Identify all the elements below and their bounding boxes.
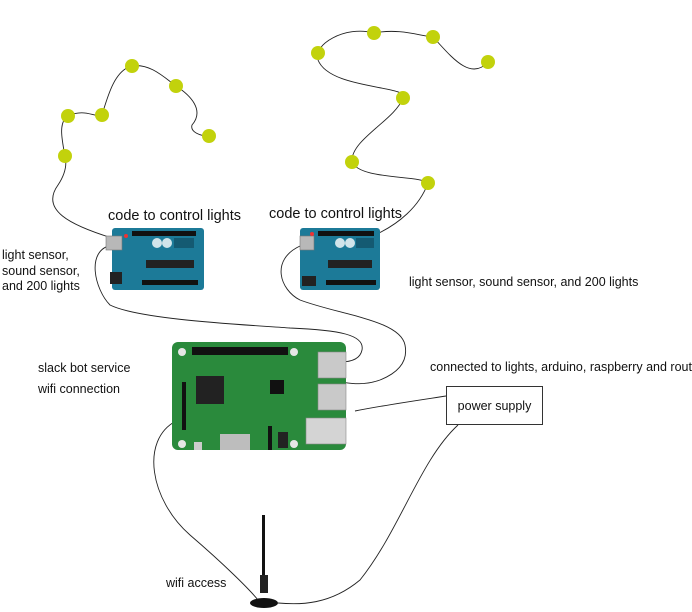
- sensors-label-left: light sensor, sound sensor, and 200 ligh…: [2, 248, 80, 295]
- power-supply-box: power supply: [446, 386, 543, 425]
- led: [58, 149, 72, 163]
- led: [169, 79, 183, 93]
- wire-pi-to-antenna: [153, 420, 259, 601]
- led: [481, 55, 495, 69]
- led: [125, 59, 139, 73]
- led: [345, 155, 359, 169]
- led: [95, 108, 109, 122]
- wifi-access-label: wifi access: [166, 576, 227, 590]
- led: [311, 46, 325, 60]
- sensors-line-3: and 200 lights: [2, 279, 80, 294]
- leds-left: [58, 59, 216, 163]
- sensors-line-1: light sensor,: [2, 248, 69, 262]
- led: [61, 109, 75, 123]
- connected-label: connected to lights, arduino, raspberry …: [430, 360, 692, 374]
- arduino-right: [299, 228, 380, 290]
- sensors-line-2: sound sensor,: [2, 263, 80, 278]
- led: [426, 30, 440, 44]
- wires: [94, 244, 459, 605]
- wifi-antenna-icon: [250, 515, 278, 608]
- led: [202, 129, 216, 143]
- wire-arduino-left-to-pi: [94, 244, 363, 363]
- raspberry-pi: [172, 342, 347, 450]
- arduino-left: [105, 228, 204, 290]
- slack-label: slack bot service: [38, 361, 131, 375]
- wire-power-to-antenna: [277, 424, 459, 605]
- code-label-left: code to control lights: [108, 208, 241, 224]
- sensors-label-right: light sensor, sound sensor, and 200 ligh…: [409, 275, 639, 289]
- wifi-connection-label: wifi connection: [38, 382, 120, 396]
- power-supply-label: power supply: [457, 398, 532, 413]
- wire-pi-to-power: [354, 395, 447, 412]
- wire-arduino-right-to-pi: [280, 245, 407, 385]
- leds-right: [311, 26, 495, 190]
- led: [367, 26, 381, 40]
- led: [396, 91, 410, 105]
- led: [421, 176, 435, 190]
- code-label-right: code to control lights: [269, 206, 402, 222]
